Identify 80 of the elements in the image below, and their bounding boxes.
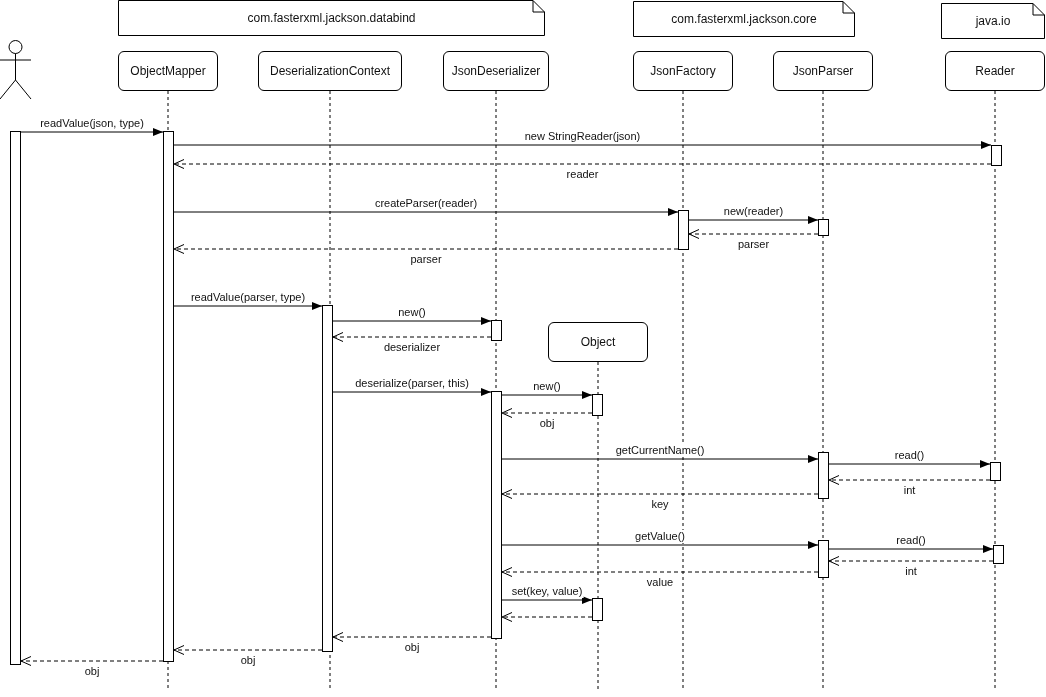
return-arrow <box>501 612 593 622</box>
activation-bar <box>818 540 829 578</box>
message-arrow <box>501 391 593 399</box>
return-arrow <box>173 244 679 254</box>
activation-bar <box>491 320 502 341</box>
message-label: int <box>902 484 917 497</box>
return-arrow <box>332 332 492 342</box>
message-arrow <box>173 141 992 149</box>
return-arrow <box>828 475 991 485</box>
message-arrow <box>332 317 492 325</box>
participant-box <box>945 51 1045 91</box>
message-label: createParser(reader) <box>373 197 479 210</box>
message-arrow <box>828 545 994 553</box>
activation-bar <box>322 305 333 652</box>
lifeline-name: JsonParser <box>792 64 854 78</box>
message-label: set(key, value) <box>510 585 584 598</box>
activation-bar <box>592 598 603 621</box>
message-label: readValue(json, type) <box>39 117 145 130</box>
lifeline-name: JsonFactory <box>650 64 716 78</box>
participant-box <box>118 51 218 91</box>
message-label: int <box>904 565 918 578</box>
message-arrow <box>501 541 819 549</box>
activation-bar <box>592 394 603 416</box>
return-arrow <box>501 489 819 499</box>
participant-box <box>258 51 402 91</box>
return-arrow <box>501 567 819 577</box>
lifeline-name: Object <box>580 335 616 349</box>
message-arrow <box>828 460 991 468</box>
activation-bar <box>491 391 502 639</box>
participant-box <box>773 51 873 91</box>
activation-bar <box>990 462 1001 481</box>
message-label: deserializer <box>382 341 442 354</box>
message-label: obj <box>538 417 556 430</box>
lifeline-name: JsonDeserializer <box>451 64 541 78</box>
message-label: getValue() <box>634 530 686 543</box>
message-label: getCurrentName() <box>614 444 706 457</box>
participant-box <box>443 51 549 91</box>
lifeline-name: ObjectMapper <box>130 64 206 78</box>
activation-bar <box>818 452 829 499</box>
message-label: readValue(parser, type) <box>189 291 307 304</box>
participant-box <box>633 51 733 91</box>
message-label: obj <box>403 641 421 654</box>
lifeline-name: Reader <box>975 64 1015 78</box>
message-label: new(reader) <box>722 205 785 218</box>
return-arrow <box>332 632 492 642</box>
message-arrow <box>688 216 819 224</box>
package-name: java.io <box>975 14 1011 28</box>
message-label: value <box>645 576 675 589</box>
message-arrow <box>332 388 492 396</box>
message-label: new() <box>532 380 562 393</box>
return-arrow <box>688 229 819 239</box>
activation-bar <box>10 131 21 665</box>
message-label: new StringReader(json) <box>523 130 642 143</box>
return-arrow <box>173 159 992 169</box>
message-label: obj <box>239 654 257 667</box>
activation-bar <box>678 210 689 250</box>
message-label: reader <box>565 168 600 181</box>
message-arrow <box>20 128 164 136</box>
message-arrow <box>173 208 679 216</box>
message-arrow <box>173 302 323 310</box>
message-arrow <box>501 455 819 463</box>
activation-bar <box>163 131 174 662</box>
return-arrow <box>828 556 994 566</box>
activation-bar <box>818 219 829 236</box>
message-label: key <box>650 498 670 511</box>
activation-bar <box>993 545 1004 564</box>
message-label: read() <box>893 449 926 462</box>
message-label: obj <box>83 665 101 678</box>
return-arrow <box>501 408 593 418</box>
message-label: new() <box>397 306 427 319</box>
return-arrow <box>173 645 323 655</box>
message-label: deserialize(parser, this) <box>354 377 470 390</box>
message-label: read() <box>895 534 927 547</box>
activation-bar <box>991 145 1002 166</box>
lifeline-name: DeserializationContext <box>269 64 391 78</box>
package-name: com.fasterxml.jackson.core <box>671 12 817 26</box>
participant-box <box>548 322 648 362</box>
return-arrow <box>20 656 164 666</box>
message-arrow <box>501 596 593 604</box>
package-name: com.fasterxml.jackson.databind <box>247 11 416 25</box>
